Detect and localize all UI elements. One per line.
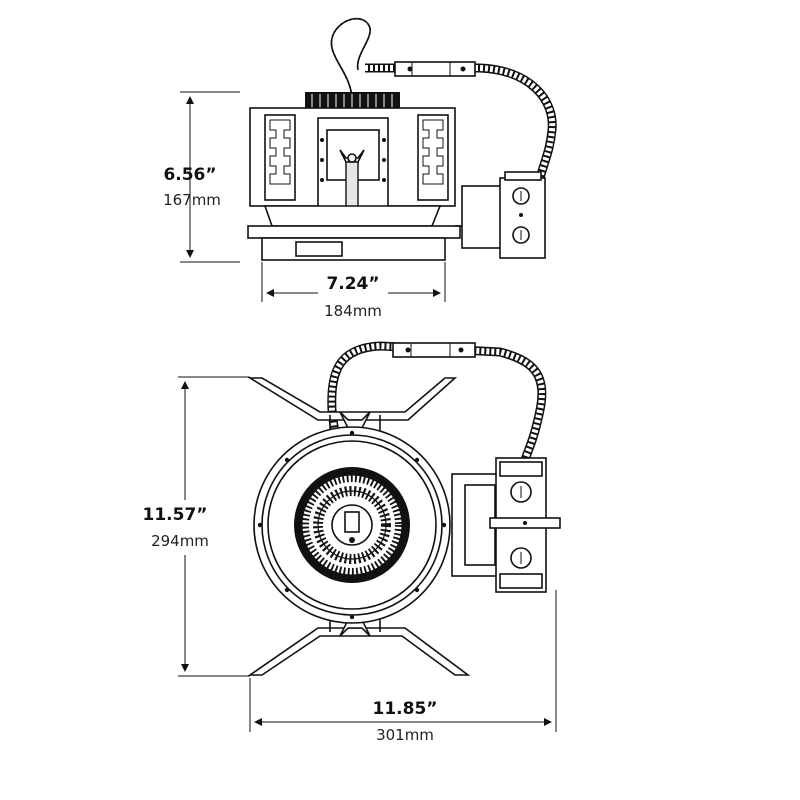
- side-conduit-connector: [394, 61, 476, 77]
- side-conduit: [330, 17, 371, 99]
- side-trim: [261, 237, 446, 261]
- side-width-mm: 184mm: [324, 302, 382, 320]
- top-hanger-bar-upper: [247, 377, 458, 421]
- top-view: 11.57” 294mm 11.85” 301mm: [130, 341, 561, 744]
- top-height-mm: 294mm: [151, 532, 209, 550]
- top-width-inches: 11.85”: [373, 699, 438, 719]
- side-width-inches: 7.24”: [326, 274, 379, 294]
- top-width-mm: 301mm: [376, 726, 434, 744]
- side-height-inches: 6.56”: [163, 165, 216, 185]
- top-conduit-connector: [392, 342, 476, 358]
- side-height-mm: 167mm: [163, 191, 221, 209]
- side-wing-nut: [339, 149, 365, 163]
- top-height-inches: 11.57”: [143, 505, 208, 525]
- top-hanger-bar-lower: [247, 627, 471, 676]
- side-ceiling-plate: [247, 225, 461, 239]
- side-junction-box: [461, 185, 503, 249]
- side-view: 6.56” 167mm 7.24” 184mm: [163, 17, 557, 320]
